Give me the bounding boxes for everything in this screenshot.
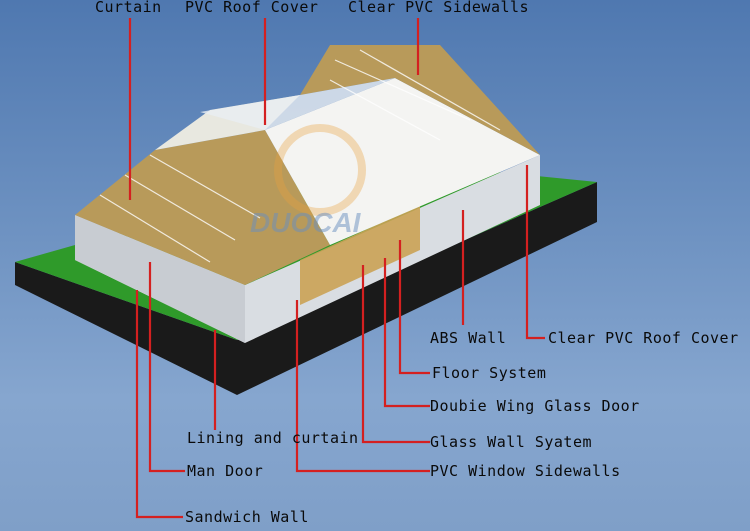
leader-lines	[128, 18, 545, 519]
label-man-door: Man Door	[187, 462, 264, 480]
roof-left	[75, 130, 330, 285]
roof-main-white	[265, 78, 540, 245]
label-curtain: Curtain	[95, 0, 162, 16]
label-pvc-window-sidewalls: PVC Window Sidewalls	[430, 462, 621, 480]
watermark-text: DUOCAI	[250, 207, 362, 238]
label-lining-and-curtain: Lining and curtain	[187, 429, 359, 447]
glass-wall	[300, 205, 420, 305]
platform-base	[15, 182, 597, 395]
label-clear-pvc-sidewalls: Clear PVC Sidewalls	[348, 0, 530, 16]
label-pvc-roof-cover: PVC Roof Cover	[185, 0, 319, 16]
label-abs-wall: ABS Wall	[430, 329, 507, 347]
watermark-logo	[274, 124, 366, 216]
label-double-wing-glass-door: Doubie Wing Glass Door	[430, 397, 640, 415]
roof-right	[300, 45, 540, 155]
label-floor-system: Floor System	[432, 364, 547, 382]
label-glass-wall-system: Glass Wall Syatem	[430, 433, 593, 451]
label-clear-pvc-roof-cover: Clear PVC Roof Cover	[548, 329, 739, 347]
label-sandwich-wall: Sandwich Wall	[185, 508, 309, 526]
side-wall	[75, 215, 245, 343]
roof-center-clear	[200, 78, 395, 130]
